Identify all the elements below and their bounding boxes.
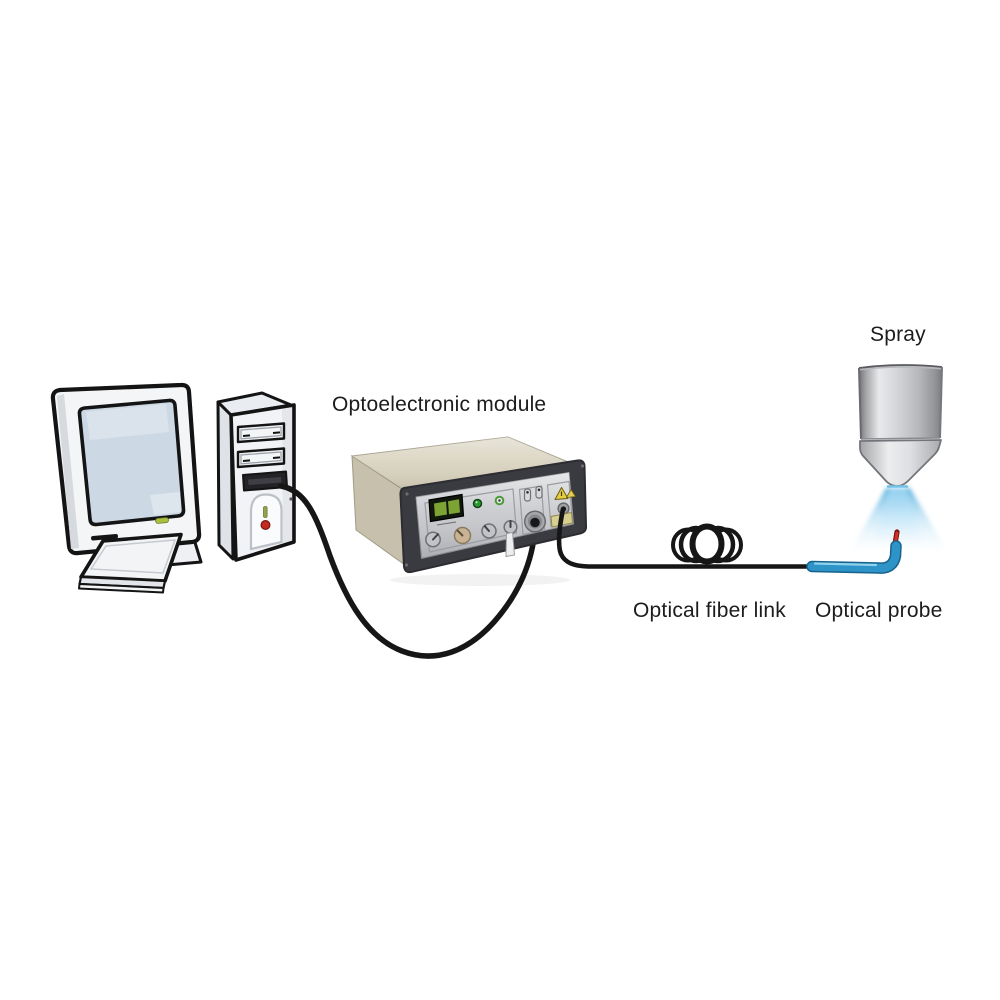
lcd-digit — [434, 501, 447, 517]
screw — [404, 563, 409, 567]
status-led — [472, 498, 483, 509]
monitor-screen — [77, 398, 186, 527]
lcd-caption-line — [436, 521, 457, 526]
toggle-switch — [535, 485, 543, 499]
spray-nozzle — [850, 364, 948, 552]
laser-warning-icon-small — [566, 489, 576, 498]
optoelectronic-module — [350, 436, 588, 586]
tower-led — [263, 506, 268, 518]
drive-bay-marks — [242, 431, 281, 437]
monitor-led — [155, 517, 169, 524]
panel-section-switches — [518, 485, 546, 536]
fiber-cable — [556, 506, 815, 569]
fiber-coil — [671, 523, 743, 565]
label-optoelectronic-module: Optoelectronic module — [332, 393, 547, 416]
module-left-shade — [352, 456, 412, 570]
nozzle-body — [859, 367, 942, 439]
monitor-left-edge — [57, 394, 79, 549]
drive-bay-marks — [242, 456, 281, 462]
floppy-slot-inner — [248, 477, 282, 485]
white-lever — [505, 531, 516, 558]
nozzle-left-edge — [858, 367, 862, 440]
label-spray: Spray — [870, 323, 926, 346]
knob-row — [425, 519, 518, 558]
nozzle-seam — [860, 437, 941, 440]
toggle-switch — [523, 488, 532, 502]
keyboard-keys-area — [89, 539, 177, 574]
probe-body — [807, 541, 901, 573]
computer-tower — [216, 391, 296, 562]
lcd-digit — [448, 499, 460, 515]
tower-shading — [282, 405, 294, 545]
spray-cone-core — [873, 488, 924, 545]
nozzle-right-edge — [939, 366, 943, 439]
screw — [580, 464, 585, 468]
knob-pointer — [456, 529, 464, 537]
optical-fiber-link — [556, 506, 815, 569]
knob-pointer — [432, 533, 439, 541]
status-led-glint — [475, 501, 478, 504]
crt-monitor — [50, 382, 202, 556]
spray-plume — [850, 488, 948, 552]
screw — [405, 492, 409, 496]
keyboard — [78, 532, 183, 594]
keyboard-edge-2 — [78, 583, 165, 594]
label-optical-fiber-link: Optical fiber link — [633, 599, 786, 622]
coil-loop-front — [689, 523, 725, 565]
optical-probe — [806, 529, 902, 574]
label-optical-probe: Optical probe — [815, 599, 943, 622]
toggle-dot — [537, 488, 541, 492]
usb-cable — [278, 483, 538, 659]
module-shadow — [390, 574, 570, 586]
drive-bay-inner — [240, 451, 282, 465]
nozzle-cone — [859, 439, 942, 487]
toggle-dot — [526, 491, 529, 494]
indicator-dot — [498, 499, 501, 502]
tower-dot — [289, 497, 293, 501]
probe-highlight — [813, 562, 878, 567]
screen-glare — [86, 404, 169, 440]
screen-glare-lower — [150, 492, 181, 515]
fiber-port-plug — [530, 517, 540, 528]
desktop-computer — [50, 382, 296, 594]
drive-bay-inner — [240, 426, 282, 440]
knob-pointer — [483, 525, 490, 532]
power-button — [260, 519, 271, 530]
nozzle-top-edge — [858, 364, 943, 369]
module-top-shade — [352, 437, 578, 493]
